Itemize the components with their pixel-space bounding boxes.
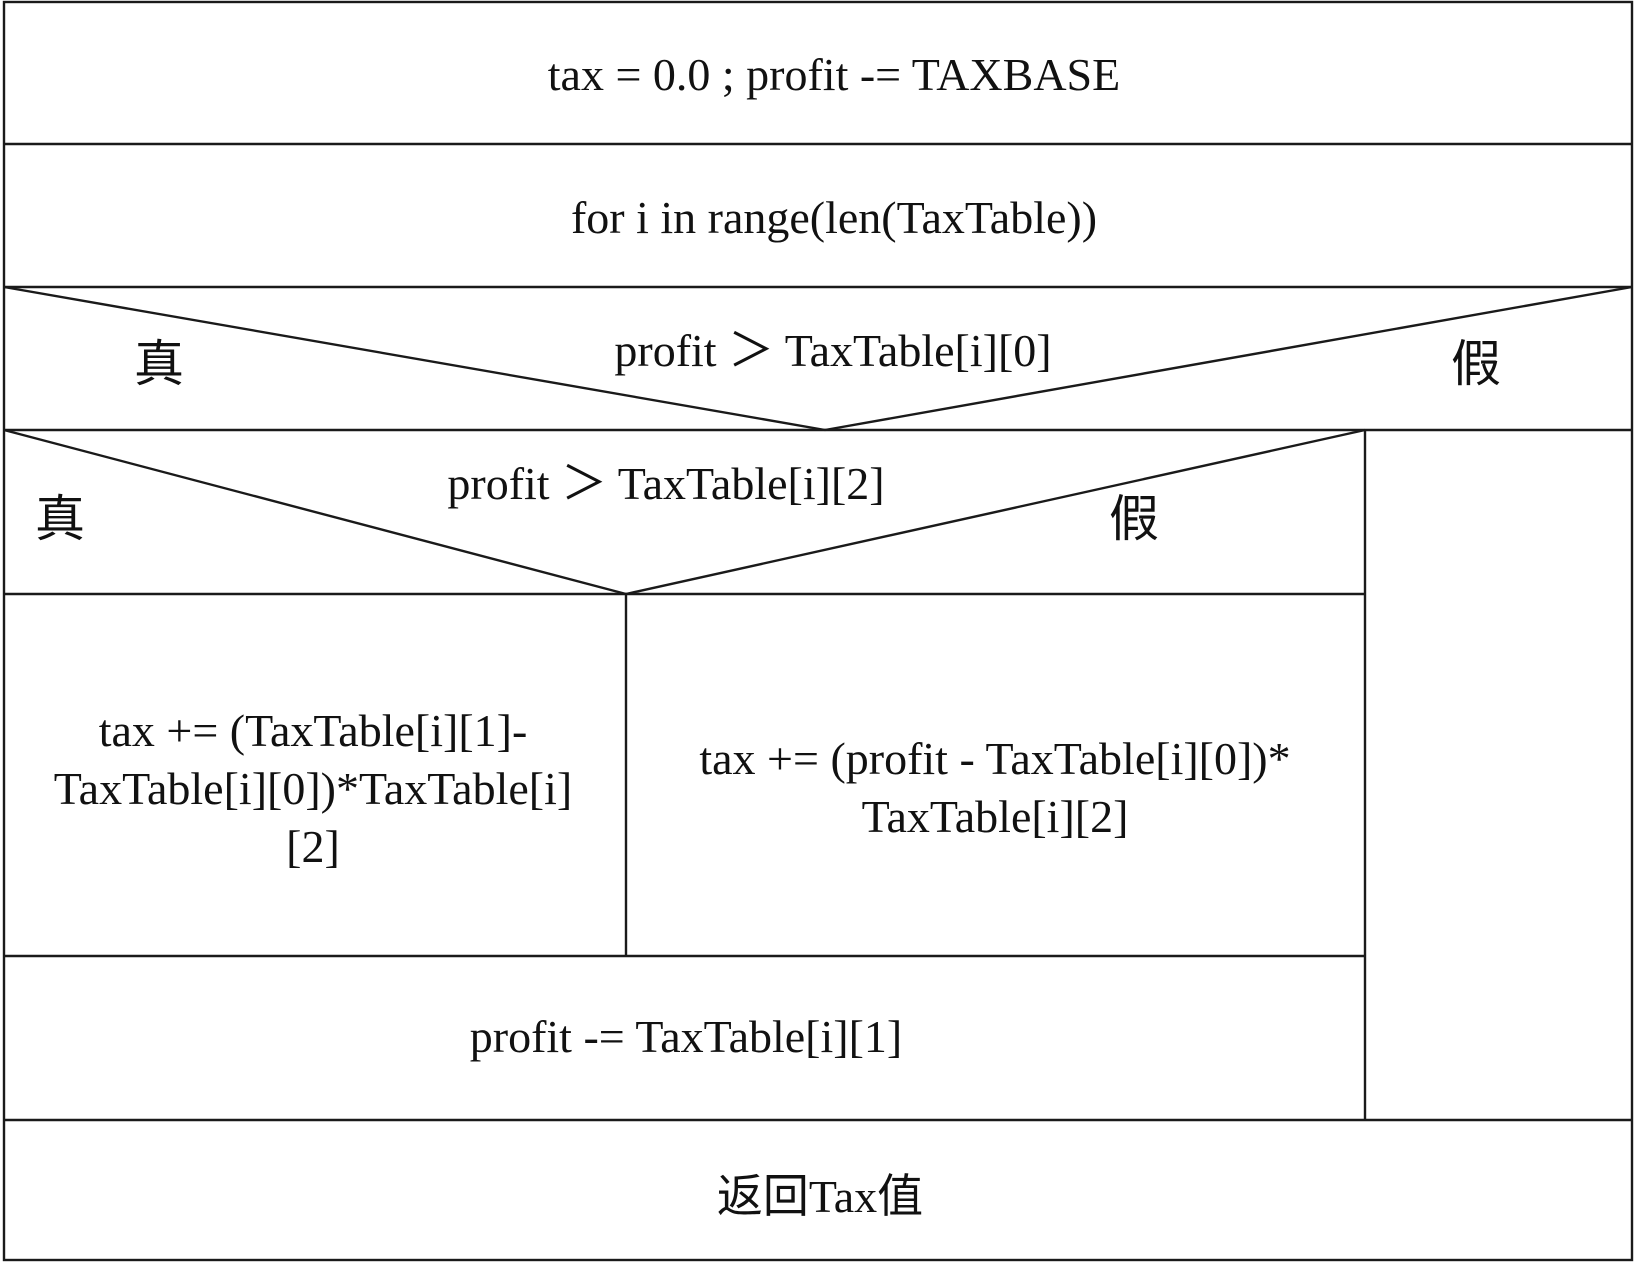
inner-condition-false-label: 假 (1109, 491, 1159, 547)
outer-condition-text: profit ＞ TaxTable[i][0] (614, 325, 1051, 376)
profit-update-statement: profit -= TaxTable[i][1] (470, 1011, 903, 1062)
init-statement: tax = 0.0 ; profit -= TAXBASE (548, 49, 1120, 100)
outer-condition-left-diagonal (3, 285, 826, 432)
inner-false-statement-line-1: tax += (profit - TaxTable[i][0])* (699, 733, 1290, 784)
inner-condition-text: profit ＞ TaxTable[i][2] (447, 458, 884, 509)
inner-true-statement-line-3: [2] (286, 821, 340, 872)
inner-condition-true-label: 真 (35, 491, 85, 547)
inner-true-statement-line-2: TaxTable[i][0])*TaxTable[i] (54, 763, 572, 814)
return-statement: 返回Tax值 (717, 1171, 923, 1222)
loop-header: for i in range(len(TaxTable)) (571, 192, 1097, 243)
outer-condition-false-label: 假 (1451, 336, 1501, 392)
outer-condition-right-diagonal (824, 285, 1633, 432)
inner-condition-left-diagonal (3, 428, 627, 596)
inner-true-statement-line-1: tax += (TaxTable[i][1]- (99, 705, 528, 756)
inner-condition-right-diagonal (625, 428, 1366, 596)
inner-false-statement-line-2: TaxTable[i][2] (862, 791, 1129, 842)
outer-condition-true-label: 真 (134, 336, 184, 392)
